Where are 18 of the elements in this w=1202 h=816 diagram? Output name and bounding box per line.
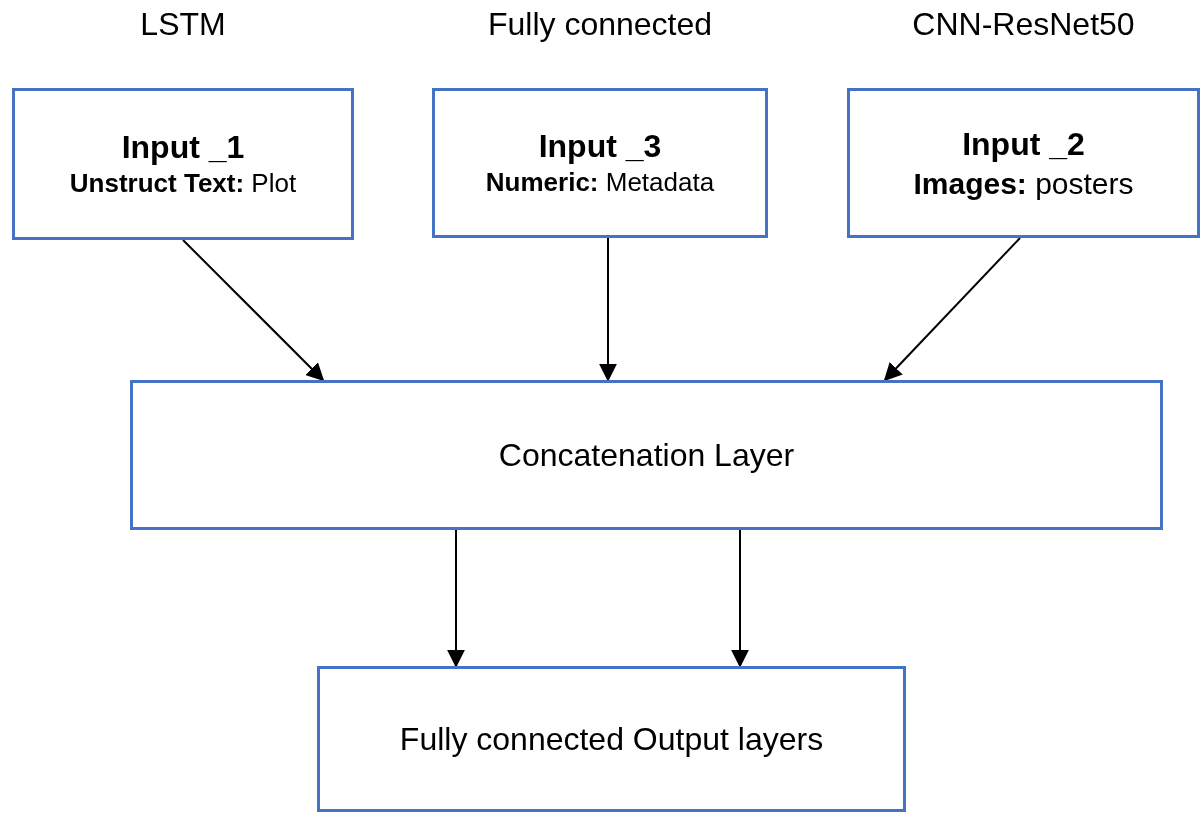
layer-box [130, 380, 1163, 530]
arrow [182, 239, 325, 382]
input-description: Numeric: Metadata [485, 166, 715, 200]
layer-type-label: LSTM [139, 5, 227, 44]
layer-box [317, 666, 906, 812]
layer-type-label: Fully connected [486, 5, 714, 44]
input-title: Input _3 [538, 127, 662, 167]
input-description: Images: posters [913, 165, 1134, 202]
arrow [599, 237, 617, 382]
input-title: Input _2 [962, 124, 1085, 164]
layer-type-label: CNN-ResNet50 [911, 5, 1136, 44]
arrow [731, 529, 749, 668]
input-description: Unstruct Text: Plot [69, 167, 297, 201]
arrow [883, 237, 1021, 382]
layer-label: Fully connected Output layers [399, 720, 824, 758]
layer-label: Concatenation Layer [498, 436, 795, 474]
input-title: Input _1 [121, 128, 245, 168]
arrow [447, 529, 465, 668]
